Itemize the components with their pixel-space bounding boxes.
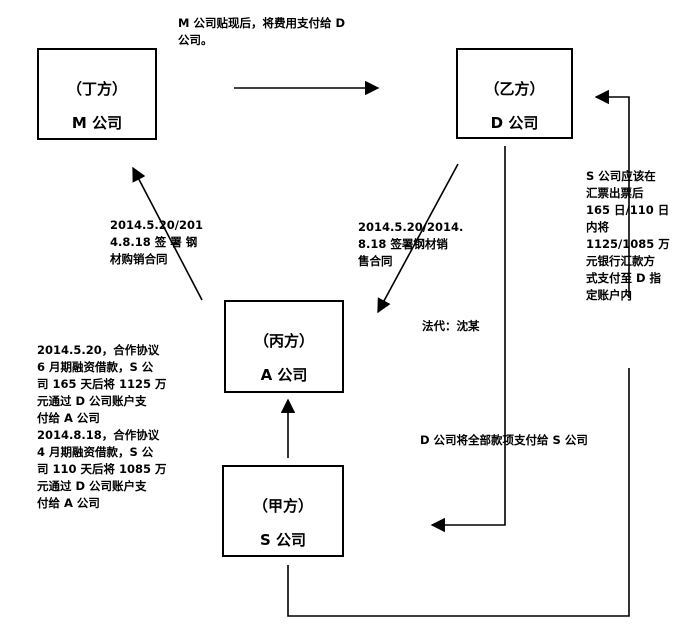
- box-d-name: D 公司: [490, 114, 539, 132]
- box-s-role: （甲方）: [252, 497, 313, 515]
- arrow-right-to-d: [594, 89, 630, 298]
- arrow-d-to-s: [430, 146, 506, 533]
- label-d-pays-s: D 公司将全部款项支付给 S 公司: [420, 433, 588, 447]
- box-m-company: （丁方） M 公司: [37, 48, 157, 140]
- box-d-company: （乙方） D 公司: [456, 48, 573, 139]
- box-a-role: （丙方）: [253, 332, 314, 350]
- box-m-role: （丁方）: [66, 80, 127, 98]
- arrow-a-to-m: [132, 166, 203, 301]
- arrow-s-to-d: [287, 368, 630, 617]
- arrow-d-to-a: [377, 163, 459, 314]
- label-s-should-pay: S 公司应该在 汇票出票后 165 日/110 日 内将 1125/1085 万…: [586, 169, 670, 302]
- label-left-contract: 2014.5.20/201 4.8.18 签 署 钢 材购销合同: [110, 218, 203, 266]
- label-legal-rep: 法代：沈某: [422, 319, 480, 333]
- box-s-company: （甲方） S 公司: [222, 465, 344, 557]
- box-m-name: M 公司: [71, 114, 123, 132]
- label-loan-info: 2014.5.20，合作协议 6 月期融资借款，S 公 司 165 天后将 11…: [37, 343, 167, 510]
- box-d-role: （乙方）: [484, 80, 545, 98]
- label-right-contract: 2014.5.20/2014. 8.18 签署钢材销 售合同: [358, 220, 464, 268]
- box-a-name: A 公司: [260, 366, 308, 384]
- label-top-flow: M 公司贴现后，将费用支付给 D 公司。: [178, 16, 345, 47]
- box-a-company: （丙方） A 公司: [224, 300, 344, 393]
- box-s-name: S 公司: [259, 531, 307, 549]
